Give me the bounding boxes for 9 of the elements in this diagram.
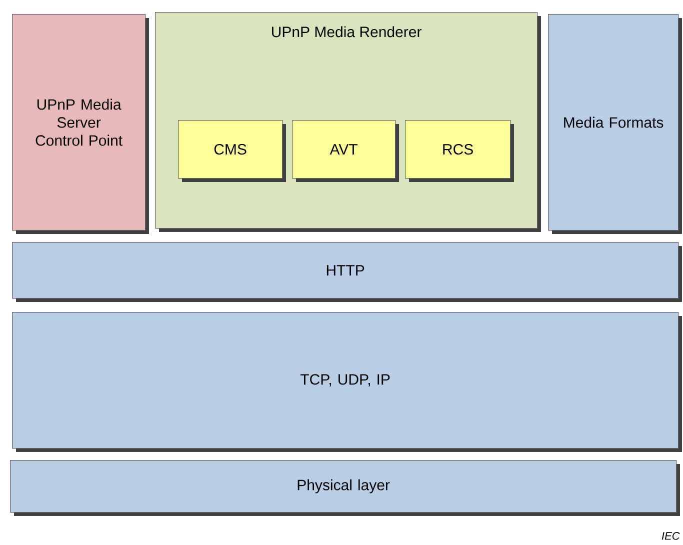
component-box: Media Formats <box>548 14 682 234</box>
layer-box: Physical layer <box>10 460 680 516</box>
service-box: CMS <box>178 120 286 182</box>
source-note: IEC <box>662 532 680 540</box>
service-box: RCS <box>405 120 514 182</box>
service-box: AVT <box>292 120 399 182</box>
layer-box: TCP, UDP, IP <box>12 312 682 452</box>
component-box: UPnP Media Server Control Point <box>12 14 149 234</box>
layer-box: HTTP <box>12 242 682 302</box>
